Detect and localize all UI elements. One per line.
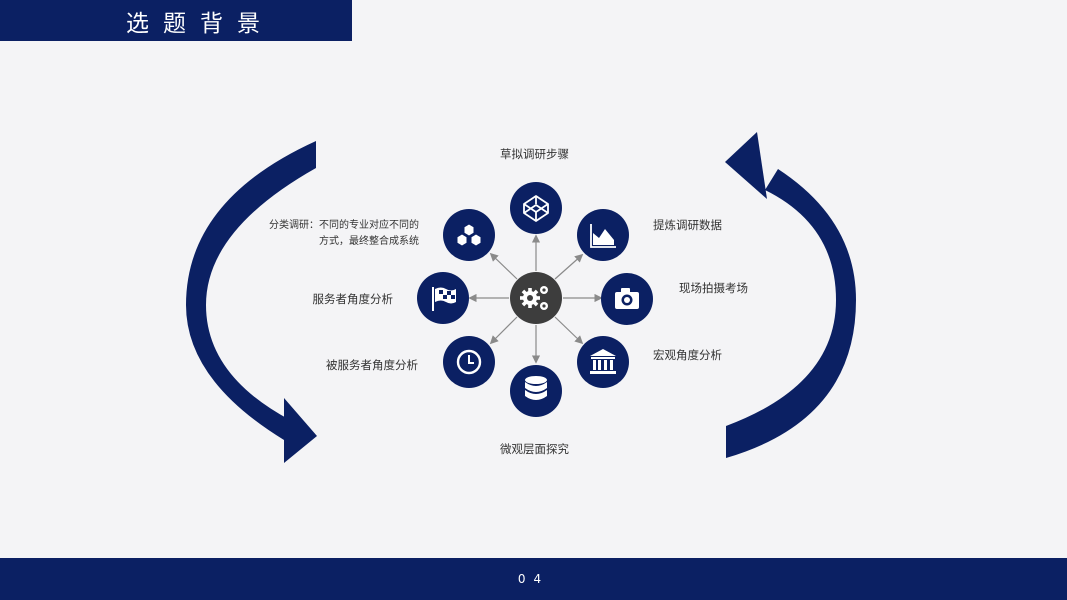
left-curved-arrow-head xyxy=(284,398,317,463)
spoke-bottom-left xyxy=(489,316,518,345)
gears-icon xyxy=(520,286,548,310)
right-curved-arrow-head xyxy=(725,132,767,199)
label-top: 草拟调研步骤 xyxy=(500,147,569,161)
label-bottom-left: 被服务者角度分析 xyxy=(326,358,418,372)
title-bar: 选题背景 xyxy=(0,0,352,41)
label-top-left-line1: 分类调研：不同的专业对应不同的 xyxy=(269,220,419,231)
right-curved-arrow xyxy=(726,169,856,458)
spoke-bottom-right xyxy=(554,316,584,345)
label-bottom: 微观层面探究 xyxy=(500,442,569,456)
database-icon xyxy=(525,376,547,400)
page-number: 04 xyxy=(517,572,550,586)
label-right: 现场拍摄考场 xyxy=(679,281,748,295)
clock-icon xyxy=(456,349,482,375)
codepen-cube-icon xyxy=(523,195,549,222)
spoke-top-left xyxy=(489,252,518,280)
label-top-right: 提炼调研数据 xyxy=(653,218,722,232)
left-curved-arrow xyxy=(186,141,316,440)
spoke-top-right xyxy=(554,253,584,280)
footer-bar: 04 xyxy=(0,558,1067,600)
area-chart-icon xyxy=(590,224,616,248)
cubes-icon xyxy=(456,223,482,247)
label-top-left-line2: 方式，最终整合成系统 xyxy=(319,236,419,247)
node-bottom-right-circle xyxy=(577,336,629,388)
label-left: 服务者角度分析 xyxy=(312,292,394,306)
label-top-left: 分类调研：不同的专业对应不同的 方式，最终整合成系统 xyxy=(230,218,419,250)
page-title: 选题背景 xyxy=(126,10,274,37)
label-bottom-right: 宏观角度分析 xyxy=(653,348,722,362)
flag-icon xyxy=(432,287,456,311)
bank-building-icon xyxy=(590,349,616,374)
camera-icon xyxy=(615,288,639,309)
node-top-circle xyxy=(510,182,562,234)
